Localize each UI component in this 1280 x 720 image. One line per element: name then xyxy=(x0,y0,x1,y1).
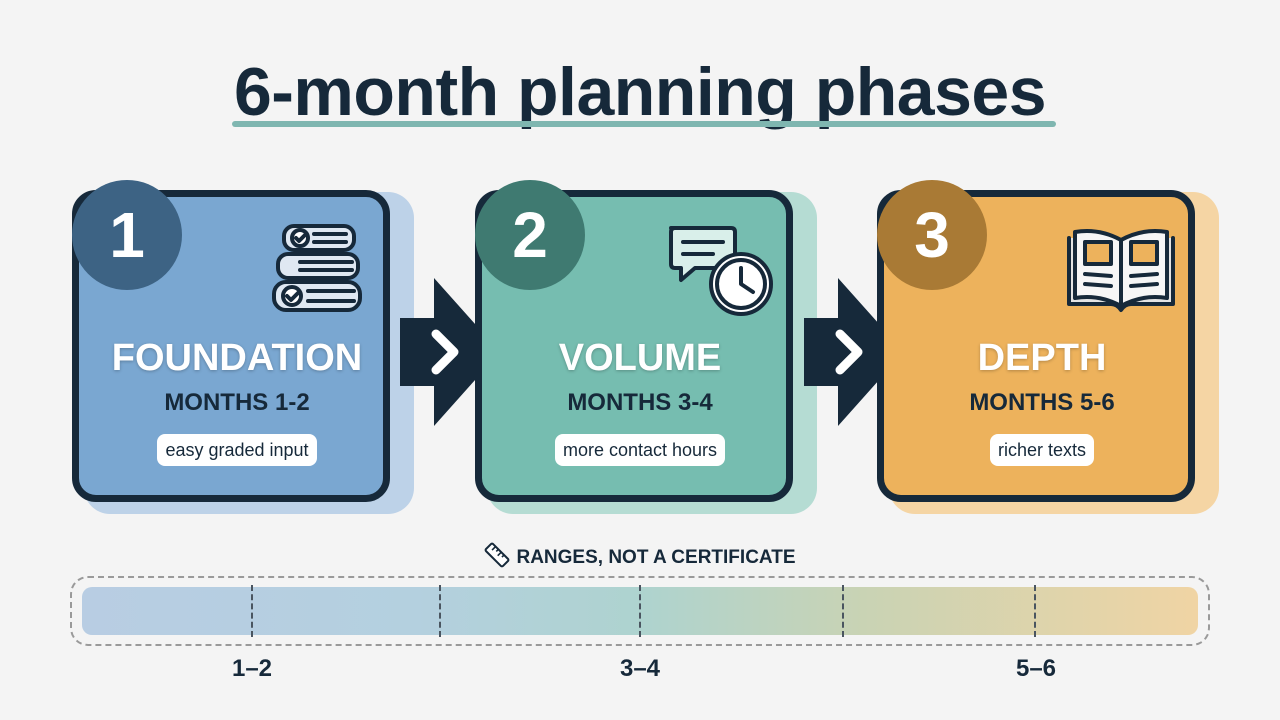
title-underline xyxy=(232,121,1056,127)
timeline-tick xyxy=(251,585,253,637)
phase-title: DEPTH xyxy=(977,337,1107,379)
phase-months: MONTHS 5-6 xyxy=(969,389,1115,416)
phase-number-badge: 2 xyxy=(475,180,585,290)
arrow-right-icon xyxy=(400,278,500,426)
timeline-tick xyxy=(1034,585,1036,637)
ruler-icon xyxy=(485,542,510,568)
phase-months: MONTHS 3-4 xyxy=(567,389,713,416)
timeline-caption-text: RANGES, NOT A CERTIFICATE xyxy=(516,547,796,568)
phase-number-badge: 3 xyxy=(877,180,987,290)
phase-card-foundation: 1 FOUNDATION MONTHS 1-2 easy graded inpu… xyxy=(72,180,414,522)
chat-clock-icon xyxy=(669,226,773,316)
phase-card-volume: 2 VOLUME MONTHS 3-4 more contact hours xyxy=(475,180,817,522)
phase-card-depth: 3 DEPTH MONTHS 5-6 richer texts xyxy=(877,180,1219,522)
timeline-tick xyxy=(842,585,844,637)
page-title: 6-month planning phases xyxy=(233,54,1047,130)
phase-tag: richer texts xyxy=(989,434,1095,466)
timeline-label: 1–2 xyxy=(231,655,273,682)
phase-title: VOLUME xyxy=(558,337,722,379)
open-book-icon xyxy=(1067,229,1175,312)
phase-tag: easy graded input xyxy=(157,434,317,466)
phase-number-badge: 1 xyxy=(72,180,182,290)
timeline-label: 5–6 xyxy=(1015,655,1057,682)
books-checklist-icon xyxy=(272,224,362,312)
timeline-tick xyxy=(439,585,441,637)
phase-tag: more contact hours xyxy=(554,434,726,466)
arrow-right-icon xyxy=(804,278,904,426)
phase-title: FOUNDATION xyxy=(111,337,363,379)
timeline-label: 3–4 xyxy=(619,655,661,682)
timeline-frame xyxy=(70,576,1210,646)
phase-months: MONTHS 1-2 xyxy=(164,389,310,416)
timeline-tick xyxy=(639,585,641,637)
timeline-caption: RANGES, NOT A CERTIFICATE xyxy=(0,542,1280,570)
